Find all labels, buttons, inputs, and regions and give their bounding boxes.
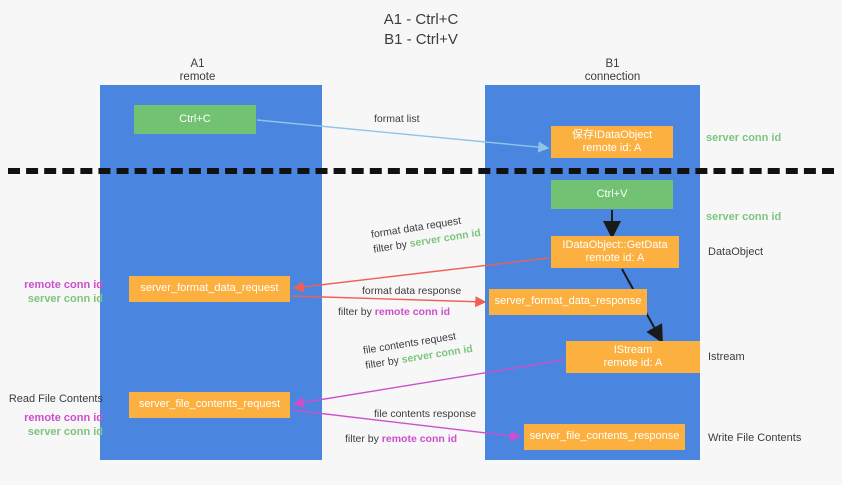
title-line-1: A1 - Ctrl+C <box>383 11 459 28</box>
annotation-server-conn-id: server conn id <box>27 293 103 305</box>
edge-label-file-contents-response: file contents response <box>374 408 477 420</box>
annotation-remote-conn-id: remote conn id <box>24 279 103 291</box>
node-server-format-data-response-label: server_format_data_response <box>494 295 642 308</box>
filter-value-remote-conn-id: remote conn id <box>381 433 458 445</box>
annotation-istream: Istream <box>708 351 745 363</box>
node-ctrl-c-label: Ctrl+C <box>179 112 211 125</box>
annotation-server-conn-id-top: server conn id <box>706 132 782 144</box>
column-header-b1: B1 connection <box>540 58 685 84</box>
node-server-file-contents-request-label: server_file_contents_request <box>138 398 281 411</box>
annotation-write-file-contents: Write File Contents <box>708 432 802 444</box>
title-line-2: B1 - Ctrl+V <box>384 31 458 48</box>
node-server-format-data-request-label: server_format_data_request <box>140 282 279 295</box>
annotation-conn-id-group-bottom: remote conn id server conn id <box>8 411 103 439</box>
edge-label-format-list: format list <box>374 113 420 125</box>
node-ctrl-c[interactable]: Ctrl+C <box>134 105 256 134</box>
annotation-conn-id-group-top: remote conn id server conn id <box>8 278 103 306</box>
edge-label-format-data-response-filter: filter by remote conn id <box>338 305 450 320</box>
node-ctrl-v-label: Ctrl+V <box>596 187 628 200</box>
filter-value-remote-conn-id: remote conn id <box>374 306 451 318</box>
column-header-a1-sub: remote <box>179 71 216 83</box>
node-idataobject[interactable]: 保存IDataObject remote id: A <box>551 126 673 158</box>
phase-divider <box>8 168 834 174</box>
node-server-format-data-response[interactable]: server_format_data_response <box>489 289 647 315</box>
node-server-format-data-request[interactable]: server_format_data_request <box>129 276 290 302</box>
filter-prefix: filter by <box>338 306 375 318</box>
edge-label-file-contents-response-filter: filter by remote conn id <box>345 432 457 447</box>
edge-label-format-data-response: format data response <box>362 285 462 297</box>
node-ctrl-v[interactable]: Ctrl+V <box>551 180 673 209</box>
column-header-a1: A1 remote <box>140 58 255 84</box>
annotation-read-file-contents: Read File Contents <box>8 393 103 405</box>
annotation-remote-conn-id: remote conn id <box>24 412 103 424</box>
node-idataobject-getdata[interactable]: IDataObject::GetData remote id: A <box>551 236 679 268</box>
node-server-file-contents-request[interactable]: server_file_contents_request <box>129 392 290 418</box>
column-header-b1-name: B1 <box>605 58 620 70</box>
node-server-file-contents-response[interactable]: server_file_contents_response <box>524 424 685 450</box>
node-idataobject-line1: 保存IDataObject <box>571 128 653 141</box>
page-title: A1 - Ctrl+C B1 - Ctrl+V <box>0 10 842 50</box>
annotation-dataobject: DataObject <box>708 246 764 258</box>
edge-label-format-data-request: format data request filter by server con… <box>370 211 482 258</box>
node-getdata-line2: remote id: A <box>585 252 645 264</box>
edge-label-file-contents-request: file contents request filter by server c… <box>362 327 474 374</box>
annotation-server-conn-id-mid: server conn id <box>706 211 782 223</box>
node-idataobject-line2: remote id: A <box>582 142 642 154</box>
node-getdata-line1: IDataObject::GetData <box>562 238 668 251</box>
filter-prefix: filter by <box>345 433 382 445</box>
node-istream-line2: remote id: A <box>603 357 663 369</box>
node-istream[interactable]: IStream remote id: A <box>566 341 700 373</box>
node-istream-line1: IStream <box>613 343 653 356</box>
node-server-file-contents-response-label: server_file_contents_response <box>529 430 680 443</box>
column-header-b1-sub: connection <box>584 71 641 83</box>
annotation-server-conn-id: server conn id <box>27 426 103 438</box>
column-header-a1-name: A1 <box>190 58 205 70</box>
